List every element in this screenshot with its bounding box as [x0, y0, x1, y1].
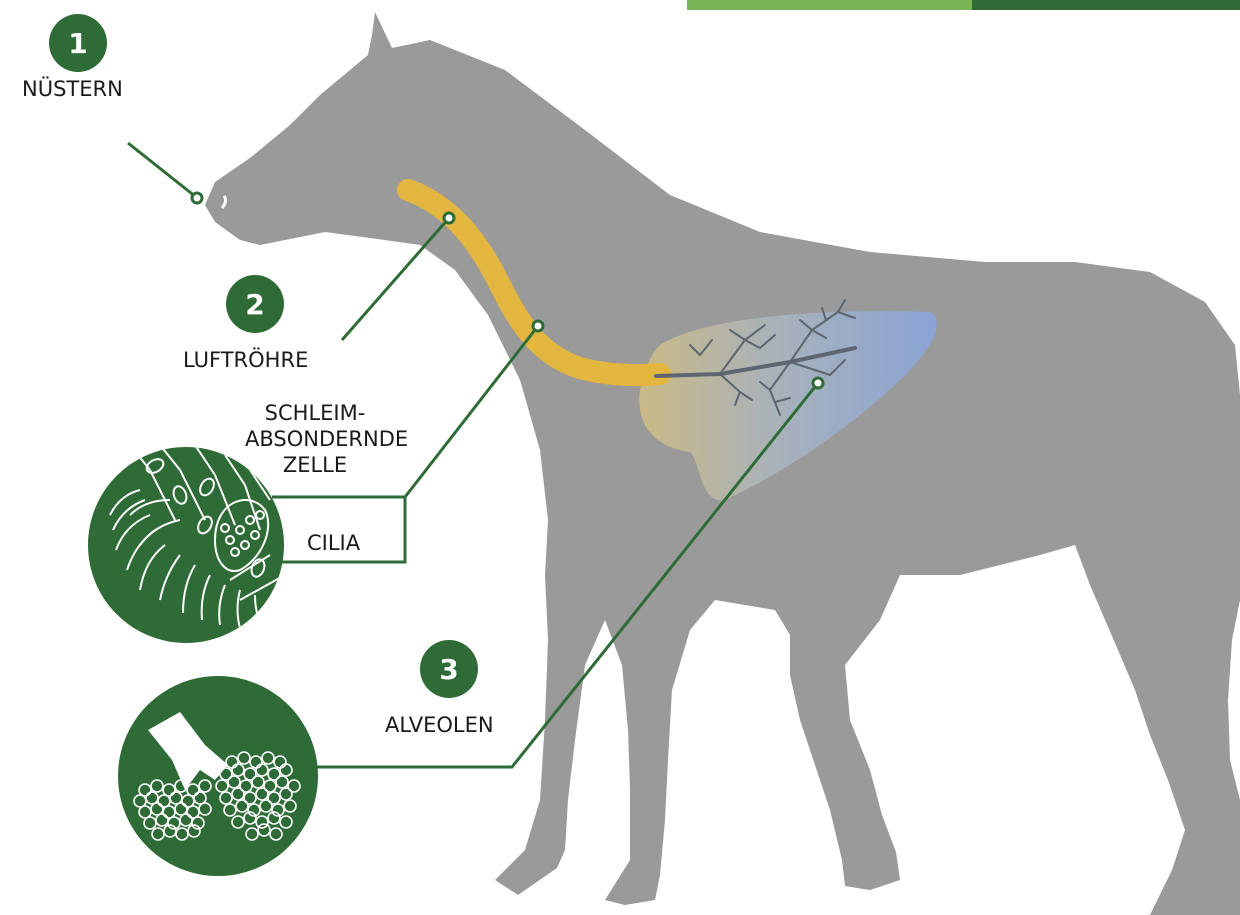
callout-badge-1: 1: [49, 14, 107, 72]
label-luftroehre: LUFTRÖHRE: [183, 347, 308, 373]
alveoli-inset-icon: [118, 676, 318, 876]
callout-badge-2: 2: [226, 275, 284, 333]
label-alveolen: ALVEOLEN: [385, 712, 494, 738]
label-schleim-line-1: SCHLEIM-: [245, 400, 385, 426]
label-schleim-cell: SCHLEIM- ABSONDERNDE ZELLE: [245, 400, 385, 478]
label-nuestern: NÜSTERN: [22, 76, 123, 102]
label-schleim-line-2: ABSONDERNDE: [245, 426, 385, 452]
callout-badge-3: 3: [420, 640, 478, 698]
label-cilia: CILIA: [307, 530, 360, 556]
label-schleim-line-3: ZELLE: [245, 452, 385, 478]
